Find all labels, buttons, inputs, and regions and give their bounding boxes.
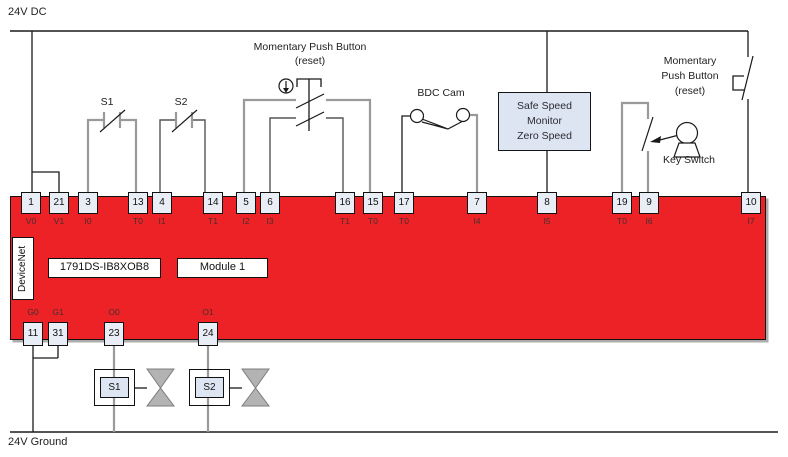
pin-label: I1 xyxy=(158,216,166,226)
nc-contact-icon xyxy=(295,111,325,127)
terminal-23: 23 xyxy=(104,322,124,346)
push-button-actuator-icon xyxy=(296,78,322,87)
terminal-4: 4 xyxy=(152,192,172,214)
s2-label: S2 xyxy=(174,96,188,108)
terminal-11: 11 xyxy=(23,322,43,346)
pin-label: I2 xyxy=(242,216,250,226)
pin-label: O0 xyxy=(108,307,120,317)
actuator-s1-label: S1 xyxy=(100,377,129,398)
terminal-24: 24 xyxy=(198,322,218,346)
s1-switch-symbol xyxy=(86,109,138,197)
key-switch-label: Key Switch xyxy=(663,154,715,166)
pin-label: G0 xyxy=(27,307,39,317)
reset-push-button-symbol xyxy=(242,78,372,197)
actuator-s1-box: S1 xyxy=(94,369,135,406)
actuator-s2-box: S2 xyxy=(189,369,230,406)
terminal-16: 16 xyxy=(335,192,355,214)
pin-label: T0 xyxy=(399,216,409,226)
reset-right-label: Momentary Push Button (reset) xyxy=(661,55,719,97)
pin-label: I6 xyxy=(645,216,653,226)
terminal-5: 5 xyxy=(236,192,256,214)
pin-label: T0 xyxy=(133,216,143,226)
nc-contact-icon xyxy=(295,93,325,109)
pin-label: I0 xyxy=(84,216,92,226)
safe-speed-monitor-box: Safe Speed Monitor Zero Speed xyxy=(498,92,591,151)
pin-label: V0 xyxy=(25,216,37,226)
cam-contact-icon xyxy=(455,107,471,123)
terminal-14: 14 xyxy=(203,192,223,214)
terminal-15: 15 xyxy=(363,192,383,214)
pin-label: I4 xyxy=(473,216,481,226)
terminal-19: 19 xyxy=(612,192,632,214)
pin-label: T0 xyxy=(617,216,627,226)
pin-label: T1 xyxy=(208,216,218,226)
nc-contact-icon xyxy=(99,109,126,133)
terminal-13: 13 xyxy=(128,192,148,214)
pin-label: O1 xyxy=(202,307,214,317)
bdc-cam-symbol xyxy=(401,107,479,197)
supply-branch-wire xyxy=(31,31,60,197)
terminal-3: 3 xyxy=(78,192,98,214)
actuator-s2-label: S2 xyxy=(195,377,224,398)
terminal-10: 10 xyxy=(741,192,761,214)
pin-label: I5 xyxy=(543,216,551,226)
terminal-17: 17 xyxy=(394,192,414,214)
pin-label: I7 xyxy=(747,216,755,226)
pin-label: V1 xyxy=(53,216,65,226)
rail-label-24vdc: 24V DC xyxy=(8,6,47,18)
key-switch-icon xyxy=(650,121,701,158)
pin-label: T1 xyxy=(340,216,350,226)
push-button-indicator-icon xyxy=(278,78,294,94)
terminal-9: 9 xyxy=(639,192,659,214)
nc-contact-icon xyxy=(171,109,198,133)
terminal-8: 8 xyxy=(537,192,557,214)
terminal-21: 21 xyxy=(49,192,69,214)
part-number-box: 1791DS-IB8XOB8 xyxy=(48,258,161,278)
rail-label-24vground: 24V Ground xyxy=(8,436,68,448)
pin-label: I3 xyxy=(266,216,274,226)
devicenet-label-box: DeviceNet xyxy=(12,237,34,300)
key-switch-symbol xyxy=(620,101,701,197)
right-reset-button-symbol xyxy=(732,31,754,197)
pin-label: T0 xyxy=(368,216,378,226)
s1-label: S1 xyxy=(100,96,114,108)
valve-icon xyxy=(135,368,175,407)
nc-contact-icon xyxy=(641,116,654,152)
push-button-actuator-icon xyxy=(732,75,744,91)
terminal-31: 31 xyxy=(48,322,68,346)
nc-contact-icon xyxy=(741,55,754,101)
valve-icon xyxy=(230,368,270,407)
pin-label: G1 xyxy=(52,307,64,317)
reset-center-label: Momentary Push Button (reset) xyxy=(253,41,367,67)
s2-switch-symbol xyxy=(159,109,206,197)
terminal-7: 7 xyxy=(467,192,487,214)
module-name-box: Module 1 xyxy=(177,258,268,278)
cam-contact-icon xyxy=(409,108,425,124)
bdc-cam-label: BDC Cam xyxy=(417,87,465,99)
terminal-1: 1 xyxy=(21,192,41,214)
terminal-6: 6 xyxy=(260,192,280,214)
